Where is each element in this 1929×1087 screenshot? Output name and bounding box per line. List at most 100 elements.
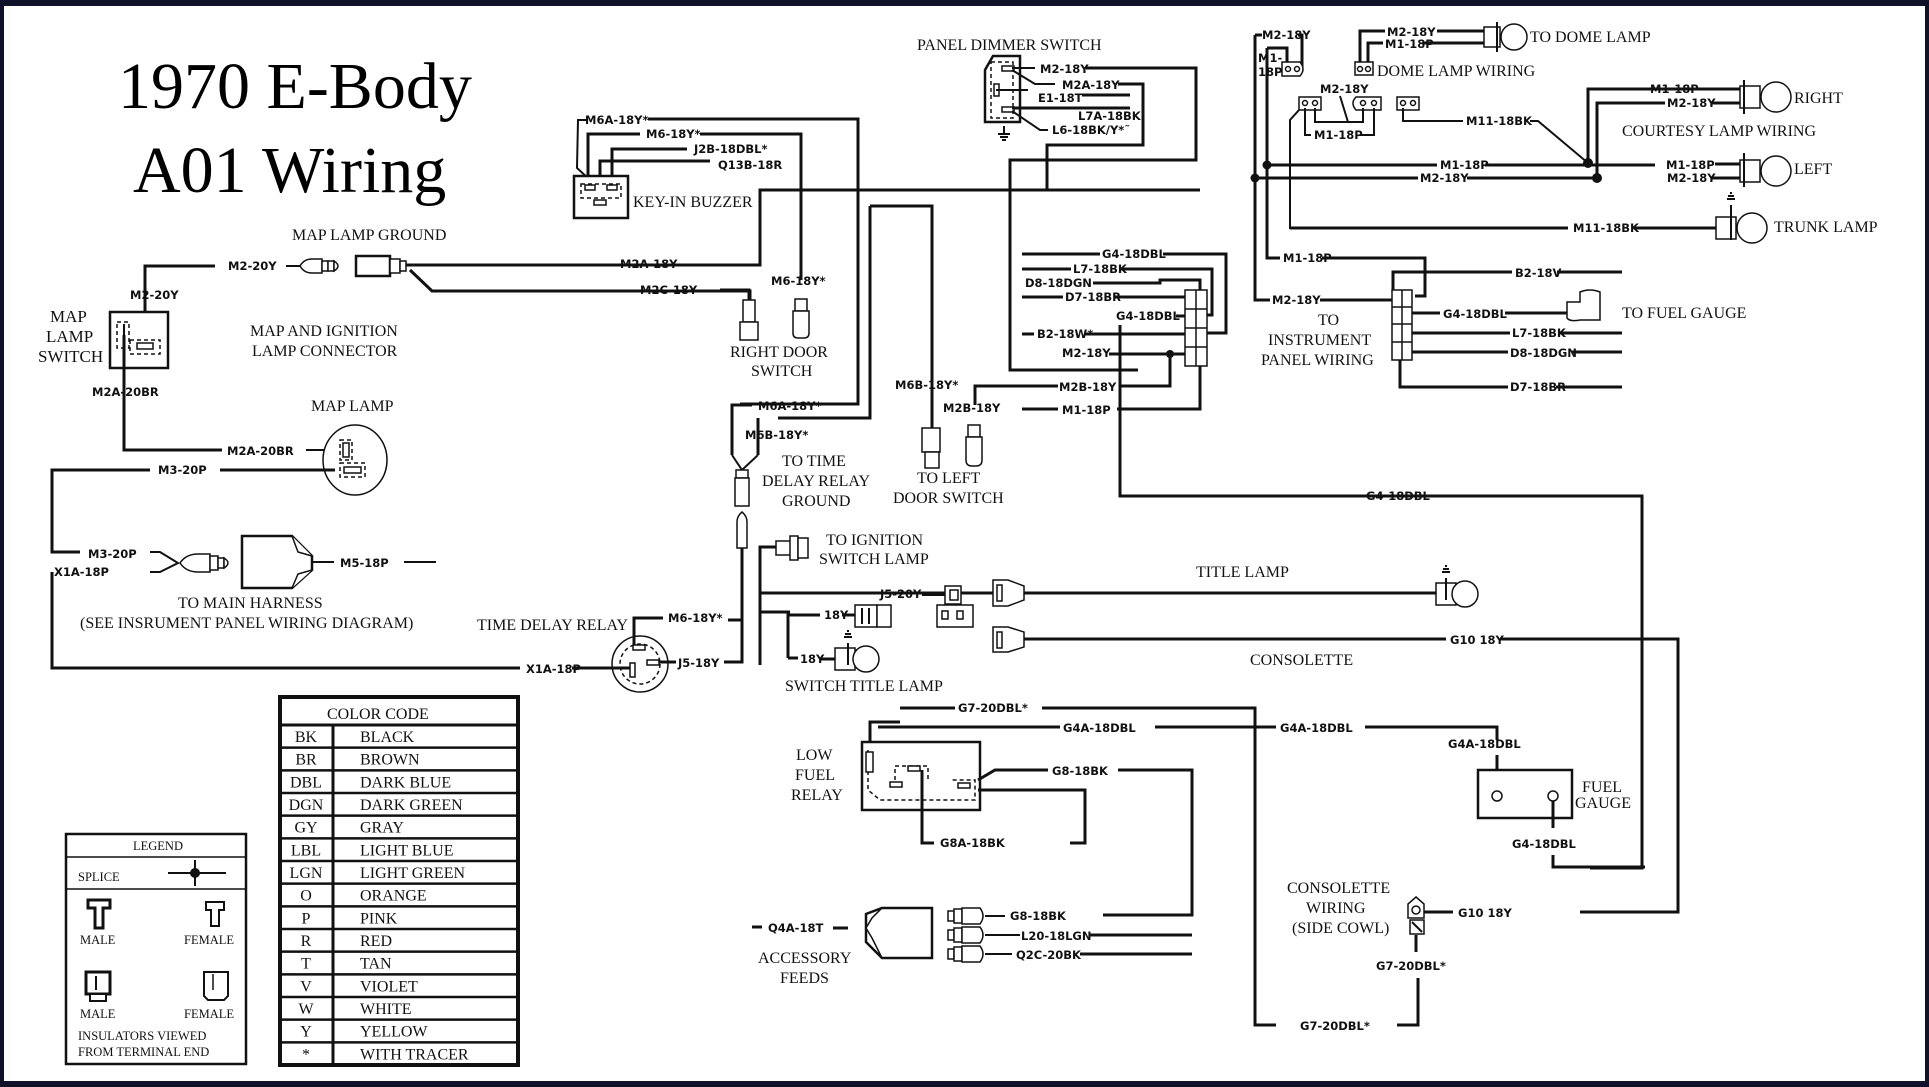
accessory-feeds-label-1: ACCESSORY <box>758 950 852 967</box>
legend-header: LEGEND <box>133 839 183 853</box>
courtesy-connector-a[interactable] <box>1298 96 1322 111</box>
map-lamp[interactable] <box>322 424 388 496</box>
switch-lamp-connector[interactable] <box>854 604 892 628</box>
color-code-abbrev: BK <box>295 729 318 746</box>
time-delay-relay[interactable] <box>611 635 669 693</box>
trunk-lamp-bulb[interactable] <box>1715 192 1768 244</box>
wire-label-ip-m1-18p: M1-18P <box>1283 251 1332 265</box>
color-code-name: DARK GREEN <box>360 797 463 814</box>
wire-label-q13b-18r: Q13B-18R <box>718 158 782 172</box>
wire-label-m2c-18y: M2C-18Y <box>640 283 698 297</box>
dome-connector-b[interactable] <box>1354 61 1374 76</box>
wire-m2-right <box>1595 101 1665 178</box>
wire-label-pd-m2-18y: M2-18Y <box>1040 62 1089 76</box>
wire-g4-gauge-return <box>1551 855 1645 869</box>
female-insulator-icon <box>203 971 229 1001</box>
wire-stub <box>1366 41 1383 62</box>
wire-label-m2a-20br-b: M2A-20BR <box>227 444 294 458</box>
wire-label-g4a-18dbl-b: G4A-18DBL <box>1280 721 1353 735</box>
consolette-label: CONSOLETTE <box>1250 652 1353 669</box>
wire-m11-trunk <box>1289 109 1300 229</box>
wire-m11-leader <box>1530 120 1589 164</box>
wire-g7-return <box>1397 978 1420 1027</box>
main-harness-connector[interactable] <box>179 534 314 590</box>
wire-stub <box>1358 29 1385 62</box>
color-code-name: LIGHT BLUE <box>360 842 453 859</box>
wire-label-m6a-18y-b: M6A-18Y* <box>758 399 821 413</box>
to-instrument-panel-label-2: INSTRUMENT <box>1268 332 1371 349</box>
wire-stub <box>1011 110 1048 131</box>
color-code-abbrev: V <box>300 978 312 995</box>
dome-connector-a[interactable] <box>1281 61 1304 77</box>
courtesy-right-bulb[interactable] <box>1739 80 1792 114</box>
fuel-gauge-connector[interactable] <box>1566 289 1601 322</box>
title-lamp-bulb[interactable] <box>1435 565 1479 608</box>
to-ignition-switch-lamp-label-2: SWITCH LAMP <box>819 551 929 568</box>
wire-label-ip-m2-18y: M2-18Y <box>1272 293 1321 307</box>
color-code-name: VIOLET <box>360 978 418 995</box>
fuel-gauge[interactable] <box>1476 768 1574 820</box>
wire-label-m2-20y-b: M2-20Y <box>130 288 179 302</box>
consolette-connector[interactable] <box>992 626 1025 653</box>
wire-label-ip-d7-18br: D7-18BR <box>1510 380 1566 394</box>
wire-label-c-m2b-18y-b: M2B-18Y <box>943 401 1001 415</box>
title-lamp-connector[interactable] <box>992 579 1025 607</box>
wire-stub <box>1011 69 1055 85</box>
wire-m6b-18y-route <box>778 206 872 420</box>
to-fuel-gauge-label: TO FUEL GAUGE <box>1622 305 1746 322</box>
left-door-section: M6B-18Y* M2B-18Y TO LEFT DOOR SWITCH M6A… <box>728 204 1060 665</box>
accessory-feeds-connector[interactable] <box>864 906 984 963</box>
right-door-switch-section: M2A-18Y M2C-18Y M6-18Y* RIGHT DOOR SWITC… <box>620 257 828 380</box>
courtesy-left-bulb[interactable] <box>1739 153 1792 187</box>
wire-m2c-18y <box>408 268 752 305</box>
instrument-panel-section: M1-18P B2-18V M2-18Y TO INSTRUMENT PANEL… <box>1255 251 1746 394</box>
map-lamp-ground-label: MAP LAMP GROUND <box>292 227 446 244</box>
instrument-panel-connector[interactable] <box>1391 289 1413 361</box>
color-code-abbrev: Y <box>300 1024 312 1041</box>
map-ignition-connector-label-2: LAMP CONNECTOR <box>252 343 398 360</box>
low-fuel-relay-label-2: FUEL <box>795 767 835 784</box>
consolette-side-cowl-connector[interactable] <box>1407 896 1425 935</box>
dome-lamp-bulb[interactable] <box>1483 22 1528 52</box>
color-code-name: DARK BLUE <box>360 774 451 791</box>
instrument-cluster-connector[interactable] <box>1184 289 1208 367</box>
fuel-gauge-label-2: GAUGE <box>1575 795 1631 812</box>
wire-m6b-18y-loop <box>870 204 934 428</box>
low-fuel-relay-label-1: LOW <box>796 747 833 764</box>
map-lamp-label: MAP LAMP <box>311 398 394 415</box>
wire-courtesy-m2 <box>1314 108 1364 123</box>
accessory-feeds-section: Q4A-18T G8-18BK L20-18LGN Q2C-20BK ACCES… <box>752 906 1192 987</box>
color-code-name: WHITE <box>360 1001 412 1018</box>
wire-m2a-18y <box>406 188 1200 267</box>
map-lamp-ground-female-connector <box>354 254 407 278</box>
right-door-switch-female[interactable] <box>739 299 759 341</box>
courtesy-connector-b[interactable] <box>1352 96 1382 111</box>
map-lamp-switch-label-3: SWITCH <box>38 347 103 366</box>
wire-label-g7-20dbl-b: G7-20DBL* <box>1376 959 1446 973</box>
to-left-door-switch-label-1: TO LEFT <box>917 470 980 487</box>
switch-title-lamp-bulb[interactable] <box>834 630 880 673</box>
left-door-switch-male[interactable] <box>965 424 983 467</box>
courtesy-connector-c[interactable] <box>1396 96 1420 111</box>
wire-label-pd-l7a-18bk: L7A-18BK <box>1078 109 1142 123</box>
title-lamp-male-connector[interactable] <box>936 585 974 628</box>
wire-c-d8 <box>1093 278 1202 290</box>
color-code-abbrev: W <box>298 1001 314 1018</box>
wire-label-c-d8-18dgn: D8-18DGN <box>1025 276 1092 290</box>
left-door-switch-female[interactable] <box>921 427 941 469</box>
to-instrument-panel-label-3: PANEL WIRING <box>1261 352 1374 369</box>
color-code-abbrev: P <box>302 910 311 927</box>
right-door-switch-male[interactable] <box>792 298 810 339</box>
wire-label-ip-b2-18v: B2-18V <box>1515 266 1562 280</box>
wire-label-q4a-18t: Q4A-18T <box>768 921 823 935</box>
key-in-buzzer[interactable] <box>572 174 630 220</box>
color-code-name: YELLOW <box>360 1024 428 1041</box>
color-code-abbrev: DBL <box>290 774 322 791</box>
wire-label-j5-18y: J5-18Y <box>677 656 720 670</box>
wire-label-g7-20dbl-c: G7-20DBL* <box>1300 1019 1370 1033</box>
ignition-switch-lamp-connector[interactable] <box>775 535 809 561</box>
time-delay-ground-connector[interactable] <box>734 469 750 549</box>
wire-label-ip-g4-18dbl: G4-18DBL <box>1443 307 1508 321</box>
map-lamp-switch[interactable] <box>108 310 170 370</box>
